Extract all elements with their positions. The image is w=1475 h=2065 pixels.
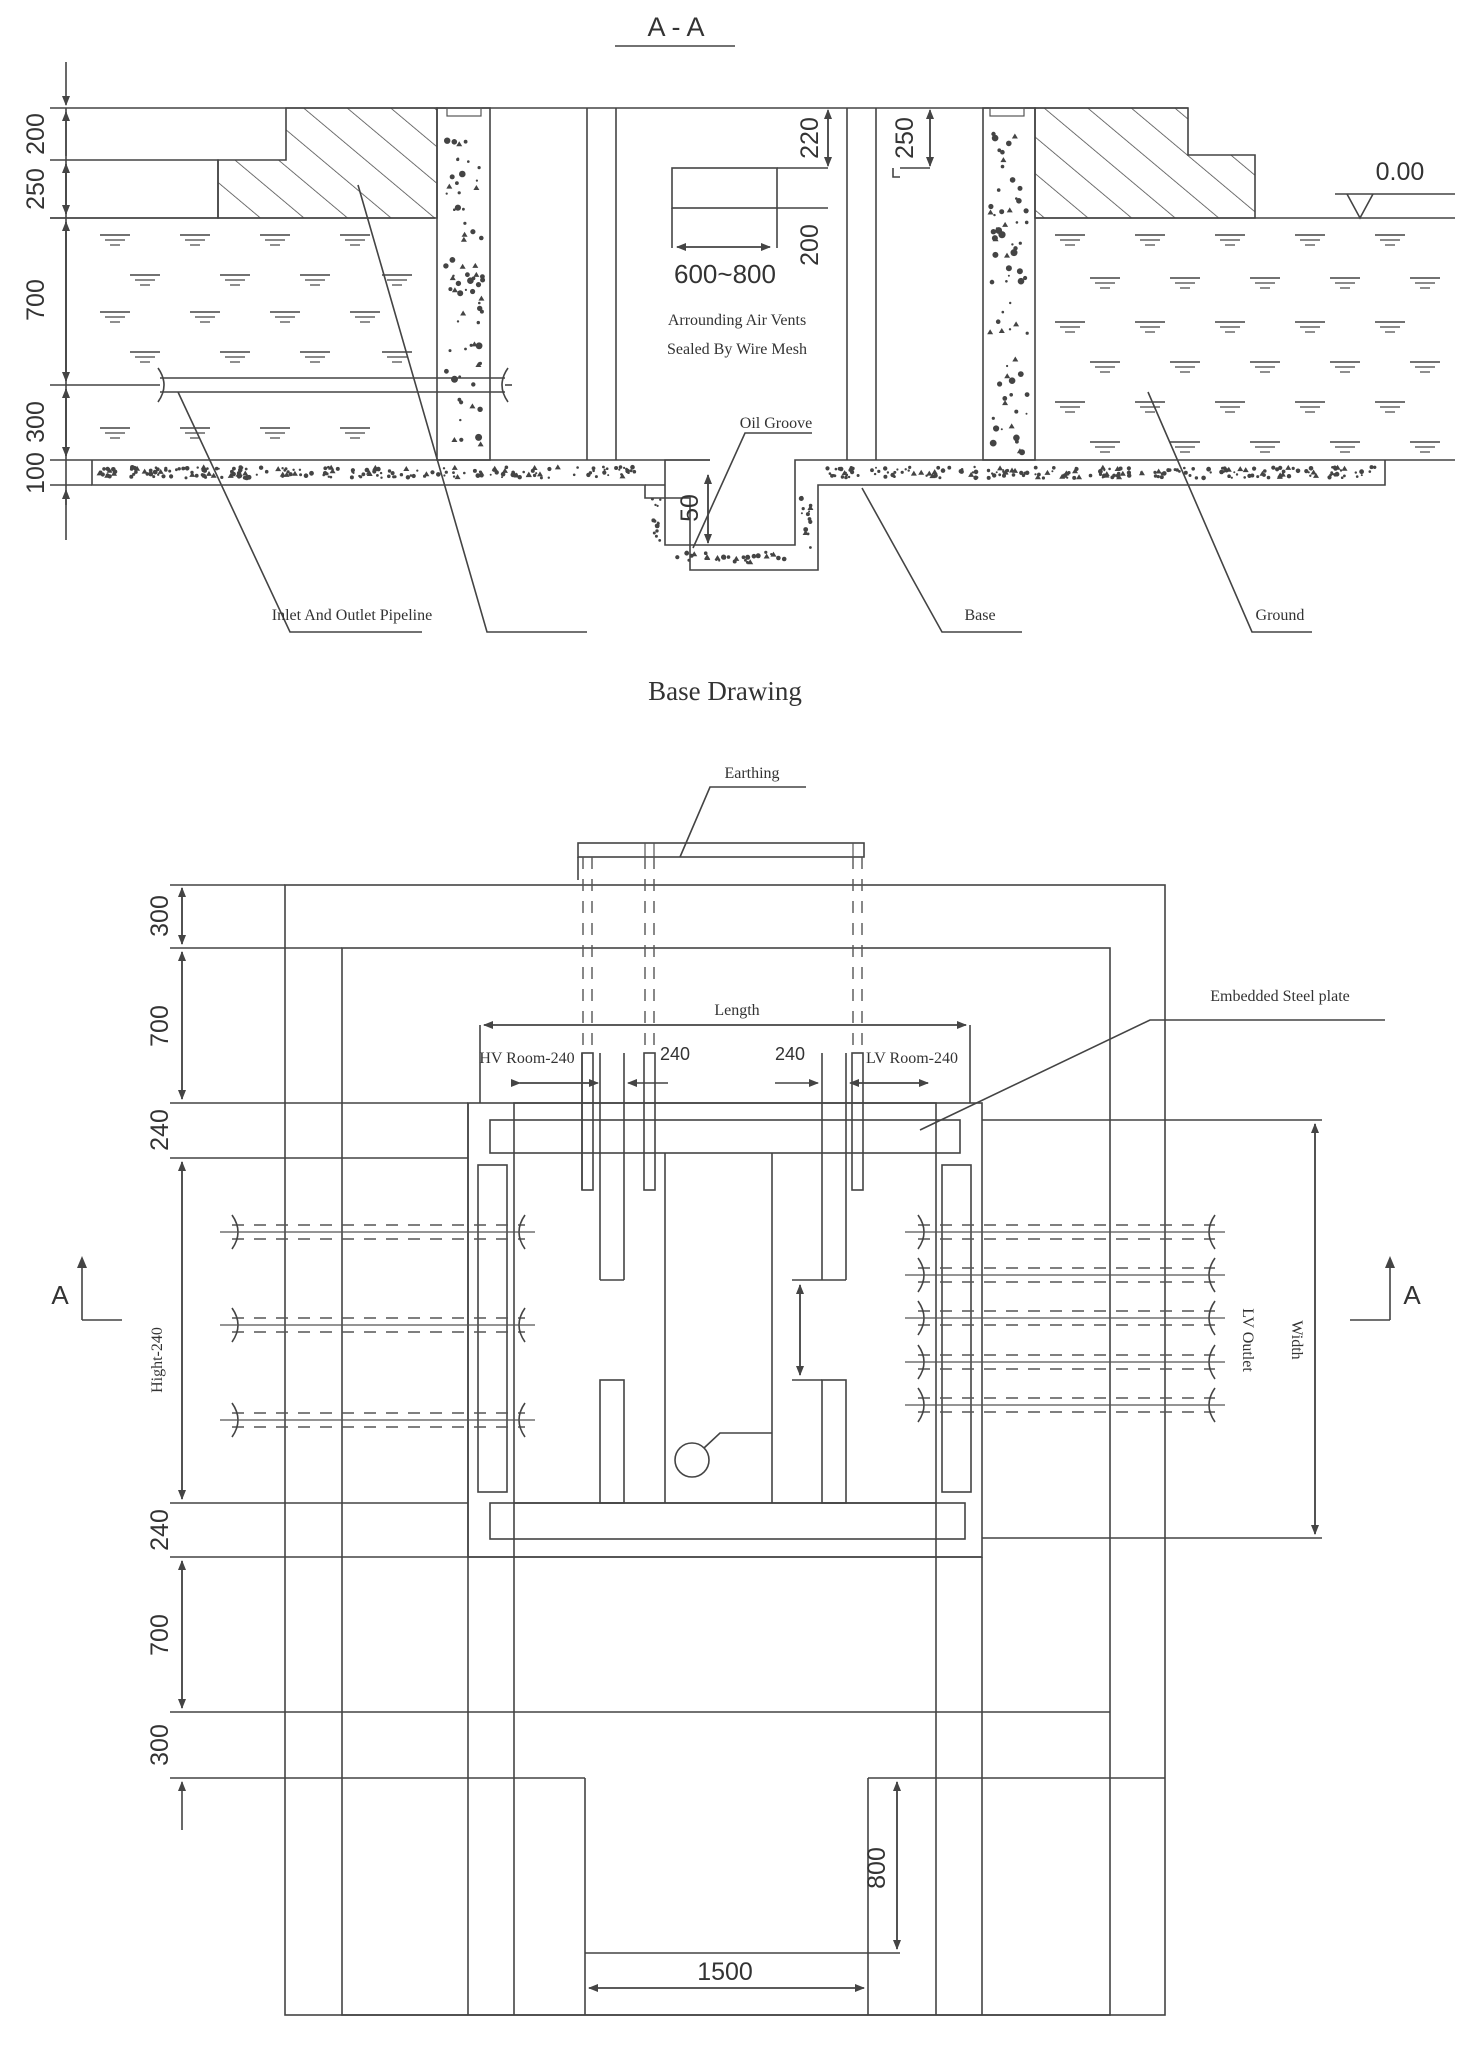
plan-dim-240-top: 240	[146, 1109, 174, 1151]
ground-symbols-right	[1054, 234, 1441, 453]
dim-50: 50	[676, 494, 704, 522]
ground-label: Ground	[1256, 607, 1305, 624]
length-label: Length	[714, 1002, 759, 1019]
section-mark-right: A	[1350, 1256, 1421, 1321]
hv-room-label: HV Room-240	[479, 1050, 574, 1067]
lv-pipes	[905, 1214, 1225, 1423]
dim-vent: 600~800	[674, 259, 776, 289]
dim-800: 800	[863, 1847, 891, 1889]
section-mark-left: A	[51, 1256, 122, 1321]
lv-outlet-label: LV Outlet	[1239, 1308, 1256, 1372]
hv-pipes	[220, 1214, 535, 1438]
plan-dim-300-bottom: 300	[146, 1724, 174, 1766]
hight-label: Hight-240	[149, 1327, 166, 1393]
left-hatched-wall	[217, 107, 438, 219]
dim-left-250: 250	[22, 168, 50, 210]
dim-left-100: 100	[22, 452, 50, 494]
oil-groove-label: Oil Groove	[740, 415, 812, 432]
vent-note-1: Arrounding Air Vents	[668, 312, 806, 329]
dim-200-section: 200	[796, 224, 824, 266]
section-title: A - A	[647, 12, 704, 42]
dim-1500: 1500	[697, 1958, 753, 1986]
dim-left-700: 700	[22, 279, 50, 321]
right-hatched-wall	[1034, 107, 1256, 219]
dim-240-a: 240	[660, 1044, 690, 1064]
level-mark: 0.00	[1335, 158, 1455, 220]
dim-left-200: 200	[22, 113, 50, 155]
level-value: 0.00	[1376, 158, 1425, 186]
pipeline-label: Inlet And Outlet Pipeline	[272, 607, 432, 624]
base-label: Base	[964, 607, 995, 624]
embedded-plate-label: Embedded Steel plate	[1210, 988, 1350, 1005]
dim-220: 220	[796, 117, 824, 159]
vent-note-2: Sealed By Wire Mesh	[667, 341, 807, 358]
dim-left-300: 300	[22, 401, 50, 443]
dim-240-b: 240	[775, 1044, 805, 1064]
gravel-fill-right	[987, 131, 1030, 456]
section-mark-right-letter: A	[1403, 1280, 1421, 1310]
inlet-outlet-pipe	[157, 367, 509, 403]
base-gravel	[96, 464, 1377, 565]
base-drawing-plan: Base Drawing Earthing	[51, 676, 1421, 2016]
plan-dim-700-bottom: 700	[146, 1614, 174, 1656]
section-mark-left-letter: A	[51, 1280, 69, 1310]
plan-dim-300-top: 300	[146, 895, 174, 937]
plan-dim-240-bottom: 240	[146, 1509, 174, 1551]
earthing-label: Earthing	[724, 765, 779, 782]
ground-symbols-left	[99, 234, 413, 439]
gravel-fill-left	[443, 137, 486, 447]
plan-dim-700-top: 700	[146, 1005, 174, 1047]
section-a-a: A - A 600~800	[22, 12, 1455, 633]
plan-title: Base Drawing	[648, 676, 802, 706]
width-label: Width	[1288, 1320, 1305, 1359]
lv-room-label: LV Room-240	[866, 1050, 958, 1067]
base-slab	[50, 459, 1455, 571]
dim-250: 250	[891, 117, 919, 159]
